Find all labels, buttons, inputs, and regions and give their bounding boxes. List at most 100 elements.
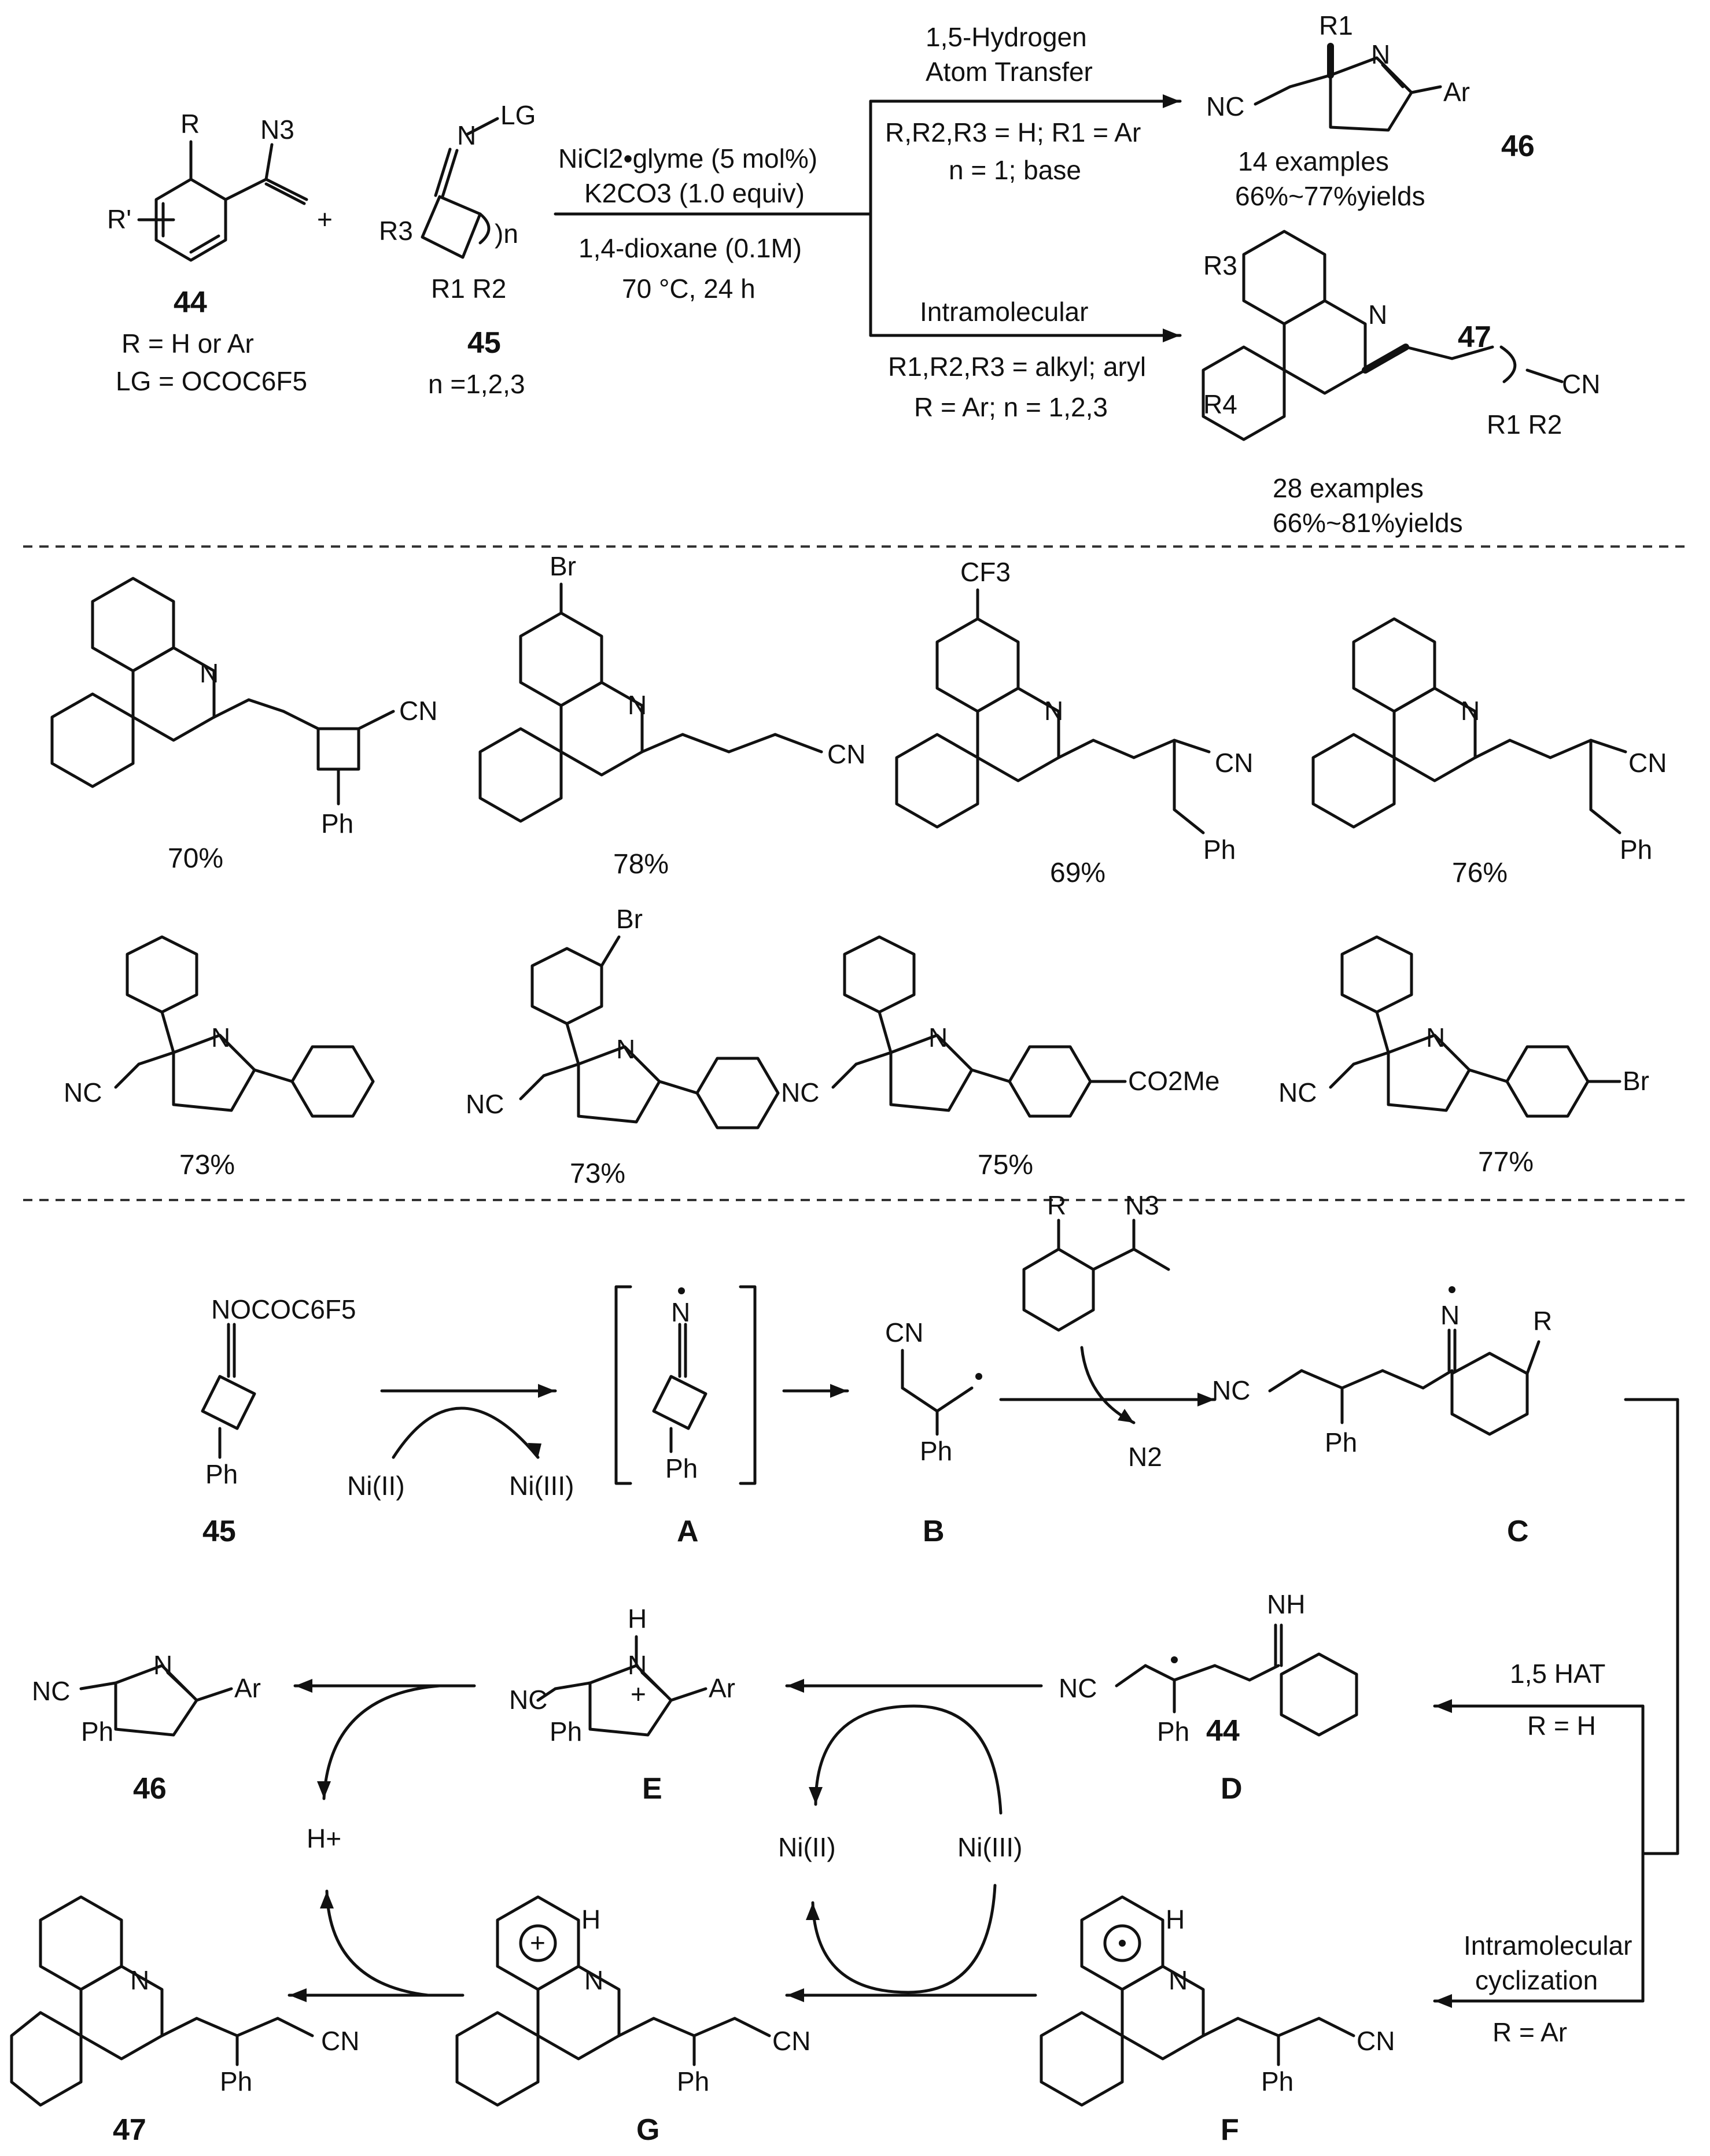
ex4-ph: Ph (1620, 835, 1652, 865)
mech-e-h: H (628, 1604, 647, 1634)
mech-e-n: N (628, 1650, 647, 1680)
r1-r2-label: R1 R2 (431, 274, 506, 304)
example-phenanthridine-2: Br N CN 78% (478, 551, 865, 880)
ex4-tail: CN (1628, 748, 1667, 778)
hat-line-2: R = H (1527, 1711, 1596, 1741)
substituent-r-prime: R' (107, 204, 131, 234)
mech-c-nc: NC (1212, 1375, 1250, 1405)
example-phenanthridine-1: N CN Ph 70% (50, 577, 437, 874)
mech-f-h: H (1166, 1904, 1185, 1935)
svg-text:N: N (1044, 696, 1063, 726)
hat-line-1: 1,5 HAT (1510, 1659, 1605, 1689)
compound-44: R R' N3 44 R = H or Ar LG = OCOC6F5 (107, 109, 308, 396)
compound-45-id: 45 (467, 326, 501, 360)
intermediate-f: H N CN Ph F (1040, 1895, 1395, 2147)
azide-reagent: R N3 (1022, 1190, 1170, 1332)
mech-46-id: 46 (133, 1772, 167, 1806)
p47-r3: R3 (1203, 250, 1237, 280)
mech-g-plus: + (530, 1928, 546, 1958)
mech-d-nc: NC (1059, 1673, 1097, 1703)
h-plus: H+ (307, 1823, 341, 1854)
imine-n: N (457, 120, 476, 150)
ex7-aryl-sub: CO2Me (1128, 1066, 1219, 1096)
mech-e-nc: NC (509, 1685, 547, 1715)
intermediate-b: CN Ph B (885, 1317, 982, 1548)
ex6-sub: Br (616, 904, 643, 934)
compound-44-id: 44 (174, 286, 207, 319)
mech-ni-ii-2: Ni(II) (778, 1832, 836, 1862)
mech-c-id: C (1507, 1515, 1529, 1548)
lg-definition: LG = OCOC6F5 (116, 366, 307, 396)
mech-b-cn: CN (885, 1317, 923, 1348)
mech-f-n: N (1169, 1965, 1188, 1995)
ex8-nc: NC (1278, 1077, 1317, 1107)
r3-label: R3 (379, 216, 413, 246)
ex4-yield: 76% (1452, 858, 1508, 888)
ex3-tail: CN (1215, 748, 1253, 778)
p46-examples: 14 examples (1238, 146, 1389, 176)
catalyst-label: NiCl2•glyme (5 mol%) (558, 143, 817, 173)
mech-c-ph: Ph (1325, 1427, 1357, 1457)
ex8-aryl-sub: Br (1623, 1066, 1649, 1096)
p47-id: 47 (1458, 320, 1491, 354)
svg-text:N: N (628, 690, 647, 720)
general-reaction: R R' N3 44 R = H or Ar LG = OCOC6F5 + N … (107, 10, 1600, 538)
substrate-examples: N CN Ph 70% Br N CN 78% (50, 551, 1667, 1189)
mech-47-ph: Ph (220, 2066, 252, 2096)
mech-g-n: N (584, 1965, 603, 1995)
ex3-sub: CF3 (960, 557, 1011, 587)
mech-product-47: N CN Ph 47 (10, 1895, 359, 2147)
mech-g-id: G (636, 2113, 659, 2147)
ex3-yield: 69% (1050, 858, 1105, 888)
mech-c-r: R (1533, 1306, 1552, 1336)
ex2-tail: CN (827, 739, 865, 769)
p47-examples: 28 examples (1273, 473, 1424, 503)
ni-curved-arrow-1 (392, 1406, 540, 1459)
product-47: N R3 R4 CN R1 R2 47 28 examples 66%~81%y… (1202, 230, 1600, 538)
ex5-nc: NC (64, 1077, 102, 1107)
mech-a-id: A (677, 1515, 699, 1548)
ex2-sub: Br (550, 551, 576, 581)
ex8-yield: 77% (1478, 1147, 1534, 1177)
ex7-nc: NC (781, 1077, 819, 1107)
example-phenanthridine-4: N CN Ph 76% (1311, 617, 1667, 888)
svg-text:N: N (200, 658, 219, 688)
ex3-ph: Ph (1203, 835, 1236, 865)
mech-f-cn: CN (1357, 2026, 1395, 2056)
p46-r1: R1 (1319, 10, 1353, 40)
mech-e-ph: Ph (550, 1716, 582, 1747)
intermediate-a: N Ph A (614, 1285, 757, 1548)
example-phenanthridine-3: CF3 N CN Ph 69% (895, 557, 1253, 888)
ex6-yield: 73% (570, 1158, 625, 1189)
mech-d-ph: Ph (1157, 1716, 1189, 1747)
mech-ni-iii-2: Ni(III) (957, 1832, 1022, 1862)
intermediate-d: NC NH Ph 44 D (1059, 1589, 1358, 1806)
mech-g-cn: CN (772, 2026, 810, 2056)
mech-47-id: 47 (113, 2113, 146, 2147)
mech-46-n: N (153, 1650, 172, 1680)
lg-label: LG (500, 100, 536, 130)
p46-id: 46 (1501, 130, 1535, 163)
mech-a-ph: Ph (665, 1453, 698, 1483)
mech-e-plus: + (631, 1679, 646, 1709)
mech-e-ar: Ar (709, 1673, 735, 1703)
mech-45-ph: Ph (205, 1459, 238, 1489)
mechanism: NOCOC6F5 Ph 45 Ni(II) Ni(III) N Ph A (10, 1190, 1679, 2147)
mech-g-ph: Ph (677, 2066, 709, 2096)
example-pyrroline-3: N CO2Me NC 75% (781, 935, 1219, 1180)
mech-b-id: B (923, 1515, 945, 1548)
svg-text:N: N (1426, 1022, 1445, 1053)
ex1-tail: CN (399, 696, 437, 726)
substituent-r: R (180, 109, 200, 139)
mech-d-nh: NH (1267, 1589, 1305, 1619)
upper-cond-1: R,R2,R3 = H; R1 = Ar (885, 117, 1141, 147)
azide-r: R (1047, 1190, 1066, 1220)
mech-f-ph: Ph (1261, 2066, 1293, 2096)
mech-ni-iii-1: Ni(III) (509, 1471, 574, 1501)
plus-sign: + (317, 204, 333, 234)
mech-d-id: D (1221, 1772, 1243, 1806)
ex7-yield: 75% (978, 1150, 1033, 1180)
svg-text:N: N (616, 1034, 635, 1064)
cyc-line-1: Intramolecular (1464, 1930, 1632, 1961)
